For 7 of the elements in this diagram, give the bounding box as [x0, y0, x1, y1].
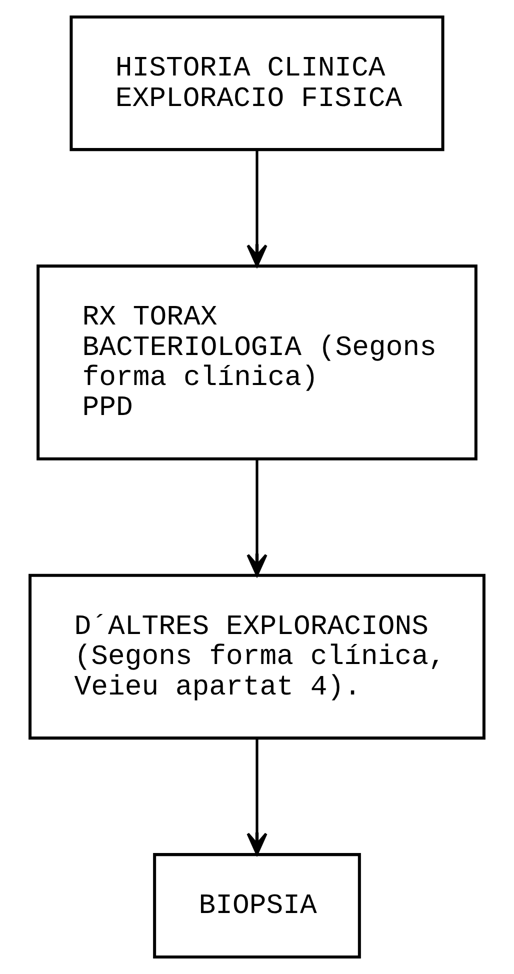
node-box: RX TORAX BACTERIOLOGIA (Segons forma clínica) PPD — [36, 264, 478, 460]
arrow — [246, 738, 268, 856]
arrow — [246, 460, 268, 576]
node-box: HISTORIA CLINICA EXPLORACIO FISICA — [70, 16, 444, 152]
node-box: BIOPSIA — [153, 853, 361, 958]
node-box: D´ALTRES EXPLORACIONS (Segons forma clínica, Veieu apartat 4). — [28, 574, 486, 740]
arrow — [246, 150, 268, 267]
